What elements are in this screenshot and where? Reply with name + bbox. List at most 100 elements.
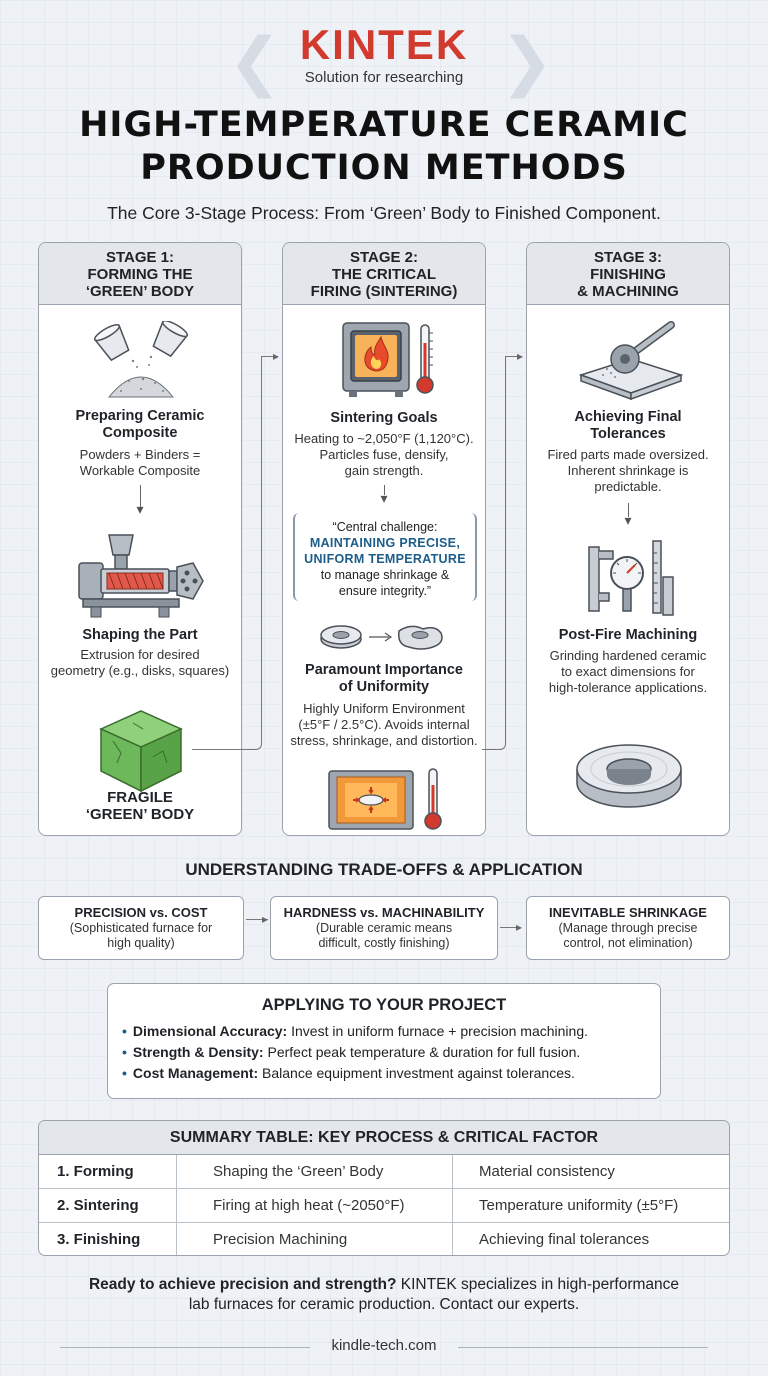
- arrow-right-icon: ▸: [517, 349, 524, 363]
- stage-1-card: STAGE 1: FORMING THE ‘GREEN’ BODY Prepar…: [38, 242, 242, 836]
- uniformity-importance-desc: Highly Uniform Environment(±5°F / 2.5°C)…: [290, 701, 478, 748]
- stage-3-card: STAGE 3: FINISHING & MACHINING Achieving…: [526, 242, 730, 836]
- kintek-logo: KINTEK: [299, 21, 469, 68]
- shaping-part-title: Shaping the Part: [82, 627, 198, 643]
- table-cell-stage: 1. Forming: [39, 1155, 177, 1188]
- tradeoff-arrow-line: [500, 927, 520, 928]
- footer-divider-left: [60, 1347, 310, 1348]
- finished-ceramic-ring-icon: [576, 744, 682, 808]
- sintering-goals-desc: Heating to ~2,050°F (1,120°C).Particles …: [294, 431, 474, 478]
- table-row: 1. Forming Shaping the ‘Green’ Body Mate…: [39, 1155, 729, 1189]
- tradeoff-precision-cost: PRECISION vs. COST (Sophisticated furnac…: [38, 896, 244, 960]
- footer-call-to-action: Ready to achieve precision and strength?…: [0, 1275, 768, 1315]
- tradeoff-hardness-machinability: HARDNESS vs. MACHINABILITY (Durable cera…: [270, 896, 498, 960]
- applying-title: APPLYING TO YOUR PROJECT: [261, 996, 507, 1014]
- measuring-tools-icon: [588, 540, 674, 616]
- tradeoffs-heading: UNDERSTANDING TRADE-OFFS & APPLICATION: [185, 860, 583, 879]
- page-title: HIGH-TEMPERATURE CERAMIC PRODUCTION METH…: [0, 104, 768, 190]
- footer-divider-right: [458, 1347, 708, 1348]
- table-cell-stage: 3. Finishing: [39, 1223, 177, 1255]
- tradeoff-desc: difficult, costly finishing): [318, 936, 450, 950]
- arrow-right-icon: ▸: [262, 912, 269, 926]
- flow-arrow-line: [384, 485, 385, 495]
- tradeoff-desc: control, not elimination): [563, 936, 693, 950]
- post-fire-machining-title: Post-Fire Machining: [558, 627, 698, 643]
- tagline: Solution for researching: [304, 69, 464, 86]
- ring-distortion-icon: [320, 625, 443, 650]
- table-row: 3. Finishing Precision Machining Achievi…: [39, 1223, 729, 1255]
- tradeoff-desc: high quality): [107, 936, 175, 950]
- stage-2-header: STAGE 2: THE CRITICAL FIRING (SINTERING): [283, 243, 485, 305]
- table-row: 2. Sintering Firing at high heat (~2050°…: [39, 1189, 729, 1223]
- quote-highlight-1: MAINTAINING PRECISE,: [309, 536, 461, 550]
- quote-line-2: to manage shrinkage &: [320, 568, 450, 582]
- list-item: •Cost Management: Balance equipment inve…: [122, 1065, 575, 1081]
- website-link[interactable]: kindle-tech.com: [331, 1337, 437, 1354]
- summary-table: SUMMARY TABLE: KEY PROCESS & CRITICAL FA…: [38, 1120, 730, 1256]
- fragile-green-body-title: FRAGILE‘GREEN’ BODY: [85, 789, 195, 823]
- stage-1-title-b: ‘GREEN’ BODY: [85, 283, 195, 300]
- quote-line-1: “Central challenge:: [332, 520, 438, 534]
- cta-text-line-2: lab furnaces for ceramic production. Con…: [188, 1296, 580, 1313]
- stage-3-label: STAGE 3:: [593, 249, 663, 266]
- title-line-1: HIGH-TEMPERATURE CERAMIC: [79, 105, 689, 145]
- stage-2-title-a: THE CRITICAL: [331, 266, 437, 283]
- chevron-left-decoration-icon: ❮: [228, 25, 282, 99]
- uniform-heat-furnace-icon: [328, 768, 442, 830]
- arrow-down-icon: ▾: [136, 501, 144, 517]
- green-body-cube-icon: [99, 710, 183, 793]
- stage-2-label: STAGE 2:: [349, 249, 419, 266]
- tradeoff-desc: (Manage through precise: [558, 921, 698, 935]
- connector-stage1-to-stage2: [192, 356, 262, 750]
- tradeoff-inevitable-shrinkage: INEVITABLE SHRINKAGE (Manage through pre…: [526, 896, 730, 960]
- connector-stage2-tip: [506, 356, 520, 357]
- stage-3-header: STAGE 3: FINISHING & MACHINING: [527, 243, 729, 305]
- page-subtitle: The Core 3-Stage Process: From ‘Green’ B…: [107, 203, 661, 223]
- list-item: •Strength & Density: Perfect peak temper…: [122, 1044, 581, 1060]
- flow-arrow-line: [140, 485, 141, 507]
- title-line-2: PRODUCTION METHODS: [140, 148, 628, 188]
- extruder-machine-icon: [78, 534, 204, 618]
- connector-stage2-to-stage3: [482, 356, 506, 750]
- summary-table-title: SUMMARY TABLE: KEY PROCESS & CRITICAL FA…: [39, 1121, 729, 1155]
- tradeoff-desc: (Sophisticated furnace for: [69, 921, 213, 935]
- tradeoff-title: PRECISION vs. COST: [74, 905, 208, 920]
- prepare-composite-desc: Powders + Binders =Workable Composite: [79, 447, 201, 478]
- stage-1-title-a: FORMING THE: [87, 266, 193, 283]
- arrow-down-icon: ▾: [624, 512, 632, 528]
- quote-line-3: ensure integrity.”: [338, 584, 432, 598]
- table-cell-process: Firing at high heat (~2050°F): [177, 1189, 453, 1222]
- table-cell-stage: 2. Sintering: [39, 1189, 177, 1222]
- stage-1-label: STAGE 1:: [105, 249, 175, 266]
- powder-cups-icon: [93, 321, 189, 398]
- table-cell-factor: Temperature uniformity (±5°F): [479, 1197, 679, 1214]
- tradeoff-title: HARDNESS vs. MACHINABILITY: [283, 905, 485, 920]
- table-cell-process: Precision Machining: [177, 1223, 453, 1255]
- table-cell-process: Shaping the ‘Green’ Body: [177, 1155, 453, 1188]
- furnace-fire-icon: [342, 322, 434, 397]
- chevron-right-decoration-icon: ❯: [500, 25, 554, 99]
- quote-highlight-2: UNIFORM TEMPERATURE: [304, 552, 466, 566]
- brand-header: KINTEK Solution for researching: [0, 21, 768, 87]
- cta-bold: Ready to achieve precision and strength?: [88, 1276, 397, 1293]
- tradeoff-arrow-line: [246, 919, 268, 920]
- tradeoff-title: INEVITABLE SHRINKAGE: [549, 905, 707, 920]
- stage-2-title-b: FIRING (SINTERING): [310, 283, 458, 300]
- list-item: •Dimensional Accuracy: Invest in uniform…: [122, 1023, 588, 1039]
- final-tolerances-desc: Fired parts made oversized.Inherent shri…: [547, 447, 709, 494]
- connector-stage1-tip: [262, 356, 276, 357]
- cta-text: KINTEK specializes in high-performance: [396, 1276, 680, 1293]
- stage-2-card: STAGE 2: THE CRITICAL FIRING (SINTERING)…: [282, 242, 486, 836]
- applying-list: •Dimensional Accuracy: Invest in uniform…: [122, 1021, 660, 1084]
- table-cell-factor: Material consistency: [479, 1163, 615, 1180]
- stage-3-title-a: FINISHING: [590, 266, 666, 283]
- central-challenge-quote: “Central challenge: MAINTAINING PRECISE,…: [293, 513, 477, 601]
- arrow-down-icon: ▾: [380, 490, 388, 506]
- applying-to-project-box: APPLYING TO YOUR PROJECT •Dimensional Ac…: [107, 983, 661, 1099]
- flow-arrow-line: [628, 503, 629, 517]
- sintering-goals-title: Sintering Goals: [330, 410, 438, 426]
